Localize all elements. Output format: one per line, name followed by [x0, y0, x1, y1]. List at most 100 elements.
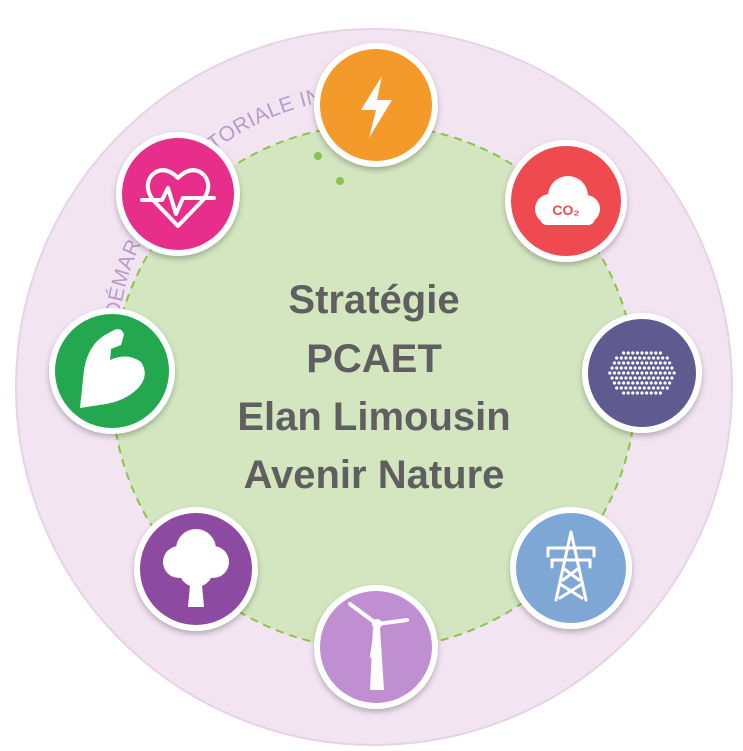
- air-dot: [622, 371, 626, 375]
- air-dot: [647, 386, 651, 390]
- air-dot: [658, 371, 663, 375]
- air-dot: [651, 356, 656, 360]
- tree-icon: [163, 529, 229, 607]
- air-dot: [647, 366, 651, 370]
- air-dot: [661, 366, 665, 370]
- air-dot: [624, 386, 628, 390]
- air-dot: [661, 356, 665, 360]
- air-dot: [626, 381, 630, 385]
- air-dot: [635, 361, 640, 365]
- air-dot: [638, 376, 642, 380]
- strength-arm-icon: [80, 329, 145, 408]
- air-dot: [626, 391, 630, 395]
- air-dot: [640, 391, 644, 395]
- air-dot: [651, 386, 656, 390]
- air-dot: [672, 371, 676, 375]
- air-dot: [658, 361, 663, 365]
- center-title: Stratégie PCAET Elan Limousin Avenir Nat…: [237, 278, 510, 497]
- air-dot: [628, 386, 633, 390]
- air-dot: [622, 381, 626, 385]
- air-dot: [608, 371, 612, 375]
- air-dot: [633, 376, 637, 380]
- co2-label: CO₂: [552, 202, 579, 218]
- air-quality-dots-icon: [608, 351, 676, 395]
- air-dot: [640, 381, 644, 385]
- air-dot: [651, 366, 656, 370]
- air-dot: [631, 391, 635, 395]
- air-dot: [642, 366, 646, 370]
- air-dot: [658, 391, 663, 395]
- air-dot: [617, 381, 621, 385]
- air-dot: [615, 366, 619, 370]
- inner-disc: [112, 125, 636, 649]
- air-dot: [628, 356, 633, 360]
- air-dot: [631, 381, 635, 385]
- power-pylon-icon: [546, 530, 596, 602]
- title-line-2: PCAET: [306, 337, 442, 381]
- wind-turbine-icon: [348, 602, 409, 690]
- air-dot: [628, 366, 633, 370]
- air-dot: [647, 376, 651, 380]
- decorative-dot: [336, 177, 344, 185]
- air-dot: [656, 356, 660, 360]
- air-dot: [622, 361, 626, 365]
- air-dot: [661, 386, 665, 390]
- air-dot: [612, 371, 617, 375]
- air-dot: [626, 351, 630, 355]
- air-dot: [665, 386, 669, 390]
- air-dot: [647, 356, 651, 360]
- air-dot: [619, 376, 623, 380]
- air-dot: [635, 351, 640, 355]
- energy-badge: [314, 43, 438, 167]
- air-dot: [615, 356, 619, 360]
- air-quality-badge: [582, 313, 702, 433]
- air-dot: [624, 376, 628, 380]
- air-dot: [612, 381, 617, 385]
- air-dot: [617, 361, 621, 365]
- air-dot: [654, 361, 658, 365]
- air-dot: [654, 351, 658, 355]
- health-badge-circle: [122, 138, 234, 250]
- air-dot: [665, 366, 669, 370]
- air-dot: [656, 366, 660, 370]
- air-dot: [635, 391, 640, 395]
- air-dot: [635, 371, 640, 375]
- air-dot: [633, 366, 637, 370]
- air-dot: [642, 386, 646, 390]
- air-dot: [668, 371, 672, 375]
- air-dot: [645, 351, 649, 355]
- air-dot: [665, 376, 669, 380]
- health-heart-icon: [140, 168, 216, 228]
- tree-badge: [134, 507, 258, 631]
- air-dot: [663, 381, 667, 385]
- energy-lightning-icon: [361, 76, 392, 138]
- air-dot: [628, 376, 633, 380]
- air-dot: [619, 386, 623, 390]
- co2-badge: CO₂: [505, 140, 627, 262]
- air-dot: [649, 381, 653, 385]
- air-dot: [661, 376, 665, 380]
- air-dot: [658, 351, 663, 355]
- air-dot: [645, 371, 649, 375]
- air-dot: [633, 386, 637, 390]
- co2-cloud-icon: [535, 176, 600, 225]
- air-dot: [649, 391, 653, 395]
- air-dot: [649, 351, 653, 355]
- air-dot: [624, 356, 628, 360]
- air-dot: [615, 376, 619, 380]
- air-dot: [612, 361, 617, 365]
- air-dot: [668, 381, 672, 385]
- air-dot: [656, 376, 660, 380]
- air-dot: [654, 371, 658, 375]
- air-dot: [633, 356, 637, 360]
- strength-badge: [49, 308, 175, 434]
- air-dot: [670, 366, 674, 370]
- air-dot: [663, 371, 667, 375]
- air-dot: [654, 381, 658, 385]
- air-dot: [663, 361, 667, 365]
- air-dot: [610, 366, 614, 370]
- air-dot: [638, 386, 642, 390]
- air-dot: [624, 366, 628, 370]
- air-dot: [615, 386, 619, 390]
